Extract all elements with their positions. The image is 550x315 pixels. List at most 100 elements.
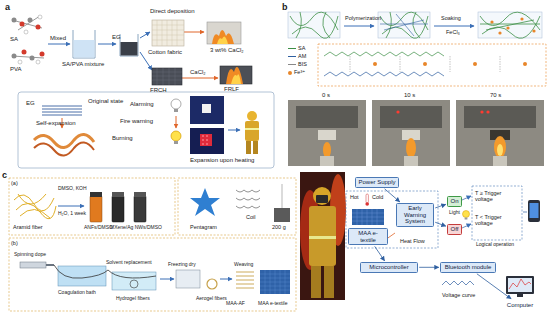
burning-fabric <box>207 22 241 44</box>
process-arrow <box>48 44 70 45</box>
legend-text: BIS <box>298 62 307 68</box>
burning-fabric <box>212 30 234 44</box>
annotation-label: Cold <box>372 194 383 200</box>
polymer-network <box>506 26 509 29</box>
light-bulb <box>171 99 181 109</box>
process-arrow <box>184 32 204 33</box>
annotation-label: Pentagram <box>190 224 217 230</box>
annotation-label: Freezing dry <box>168 262 196 268</box>
flow-connector <box>375 246 385 260</box>
fiber-samples <box>274 208 290 222</box>
bulb-icon <box>463 211 470 218</box>
process-box: Microcontroller <box>360 262 418 273</box>
textile-icon <box>352 209 384 225</box>
process-arrow <box>434 26 474 27</box>
spinning-process <box>130 280 138 288</box>
beaker <box>120 34 138 56</box>
process-arrow <box>140 32 150 38</box>
signal-line <box>462 224 471 228</box>
annotation-label: FeCl₃ <box>446 29 460 35</box>
dashed-group <box>346 186 522 248</box>
annotation-label: Coagulation bath <box>58 290 96 296</box>
firefighter-figure <box>246 141 251 154</box>
experiment-photo <box>396 110 399 113</box>
annotation-label: T ≥ Trigger voltage <box>475 190 519 202</box>
annotation-label: 0 s <box>322 92 330 99</box>
annotation-label: DMSO, KOH <box>58 186 87 192</box>
panel-frame <box>178 178 296 235</box>
process-box: MAA e-textile <box>348 228 388 245</box>
spinning-process <box>220 279 232 280</box>
annotation-label: ANFs/DMSO <box>84 225 113 231</box>
firefighter-photo <box>316 195 328 203</box>
annotation-label: MAA e-textile <box>258 301 287 307</box>
firefighter-photo <box>300 172 345 300</box>
burning-fabric <box>220 66 252 84</box>
flow-connector <box>477 274 511 299</box>
thermometer-icon <box>365 194 369 206</box>
box-text: Power Supply <box>358 179 396 186</box>
burning-fabric <box>207 22 252 84</box>
bulb-icon <box>465 218 468 220</box>
experiment-photo <box>480 110 483 113</box>
experiment-photo <box>406 138 416 158</box>
computer-icon <box>508 278 532 292</box>
annotation-label: Mixed <box>50 35 66 42</box>
legend-text: AM <box>298 54 306 60</box>
textile-icon <box>352 209 384 225</box>
experiment-photo <box>494 136 506 158</box>
annotation-label: Cotton fabric <box>148 49 182 56</box>
device-photo <box>190 96 224 124</box>
vial <box>134 196 146 222</box>
device-photo <box>190 128 224 154</box>
annotation-label: H₂O, 1 week <box>58 211 86 217</box>
legend-text: Fe³⁺ <box>294 70 305 76</box>
legend-text: SA <box>298 46 305 52</box>
experiment-photo <box>404 156 418 166</box>
box-text: Microcontroller <box>363 264 415 271</box>
computer-icon <box>517 294 523 297</box>
process-box: On <box>447 196 462 207</box>
annotation-label: Heat Flow <box>400 238 425 244</box>
polymer-network <box>520 17 523 20</box>
panel-letter: c <box>2 171 7 181</box>
light-bulb <box>176 116 177 128</box>
cotton-fabric <box>152 20 184 46</box>
experiment-photo <box>486 110 489 113</box>
chemical-structure <box>324 52 444 56</box>
computer-icon <box>506 276 534 297</box>
experiment-photo <box>318 130 336 140</box>
dashed-group <box>472 186 522 240</box>
light-bulb <box>171 131 181 141</box>
box-text: Early Warning System <box>399 205 431 225</box>
annotation-label: Fire warning <box>120 118 153 125</box>
vial <box>112 196 124 222</box>
spinning-process <box>176 270 200 288</box>
panel-frame <box>9 238 296 311</box>
box-text: Off <box>450 226 459 233</box>
spinning-process <box>260 270 290 294</box>
annotation-label: EG <box>26 100 35 107</box>
vial <box>112 192 124 197</box>
vial <box>90 192 146 222</box>
computer-icon <box>506 276 534 294</box>
experiment-photo <box>288 100 366 166</box>
molecule-model <box>22 50 27 55</box>
box-text: On <box>450 198 459 205</box>
vial <box>90 196 102 222</box>
burning-fabric <box>226 67 243 84</box>
polymer-network <box>378 12 430 38</box>
polymer-network <box>532 29 535 32</box>
molecule-model <box>36 60 40 64</box>
beaker <box>121 42 138 56</box>
panel-frame <box>18 92 274 168</box>
graphite-layers <box>34 142 94 155</box>
annotation-label: (b) <box>11 240 18 246</box>
voltage-wave <box>442 281 474 285</box>
cotton-fabric <box>152 68 182 85</box>
spinning-process <box>160 279 174 280</box>
legend-item: Fe³⁺ <box>288 70 305 76</box>
molecule-model <box>28 18 33 23</box>
vial <box>134 192 146 197</box>
polymer-network <box>480 12 540 38</box>
